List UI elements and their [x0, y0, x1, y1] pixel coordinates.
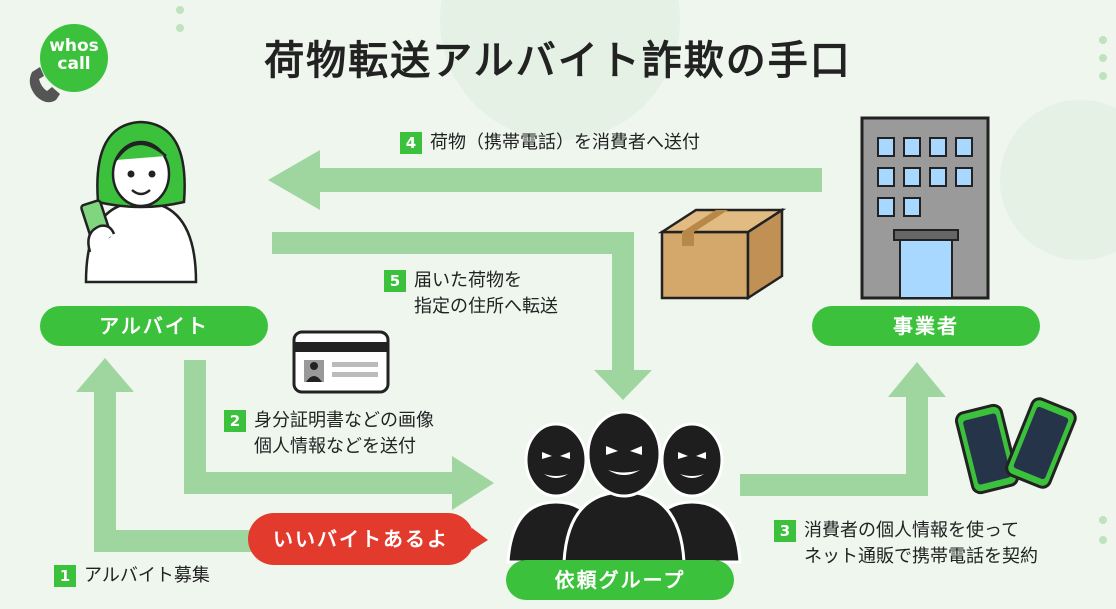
- step-5-text-2: 指定の住所へ転送: [414, 296, 558, 317]
- step-3-text-2: ネット通販で携帯電話を契約: [804, 546, 1038, 567]
- speech-bubble-text: いいバイトあるよ: [273, 527, 449, 551]
- step-5-text-1: 届いた荷物を: [414, 270, 522, 291]
- step-5-label: 5 届いた荷物を 指定の住所へ転送: [384, 268, 558, 320]
- speech-bubble-tail: [472, 528, 488, 550]
- speech-bubble: いいバイトあるよ: [248, 513, 474, 565]
- business-label: 事業者: [812, 306, 1040, 346]
- step-3-number: 3: [774, 520, 796, 542]
- page-title: 荷物転送アルバイト詐欺の手口: [264, 38, 852, 84]
- step-4-number: 4: [400, 132, 422, 154]
- step-2-label: 2 身分証明書などの画像 個人情報などを送付: [224, 408, 434, 460]
- logo-text-1: whos: [49, 36, 99, 56]
- criminal-group-illustration: [506, 410, 742, 564]
- step-2-text-2: 個人情報などを送付: [254, 436, 416, 457]
- step-2-text-1: 身分証明書などの画像: [254, 410, 434, 431]
- step-3-label: 3 消費者の個人情報を使って ネット通販で携帯電話を契約: [774, 518, 1038, 570]
- step-3-text-1: 消費者の個人情報を使って: [804, 520, 1020, 541]
- building-icon: [860, 116, 990, 300]
- step-4-text-1: 荷物（携帯電話）を消費者へ送付: [430, 132, 700, 153]
- smartphones-icon: [954, 397, 1077, 495]
- step-1-text-1: アルバイト募集: [84, 565, 210, 586]
- step-2-number: 2: [224, 410, 246, 432]
- step-4-label: 4 荷物（携帯電話）を消費者へ送付: [400, 130, 700, 156]
- step-1-label: 1 アルバイト募集: [54, 563, 210, 589]
- whoscall-logo: whos call: [22, 20, 122, 110]
- step-1-number: 1: [54, 565, 76, 587]
- logo-text-2: call: [57, 54, 91, 74]
- part-timer-illustration: [80, 120, 198, 284]
- group-label: 依頼グループ: [506, 560, 734, 600]
- id-card-icon: [292, 330, 390, 394]
- part-timer-label: アルバイト: [40, 306, 268, 346]
- package-box-icon: [657, 207, 787, 301]
- step-5-number: 5: [384, 270, 406, 292]
